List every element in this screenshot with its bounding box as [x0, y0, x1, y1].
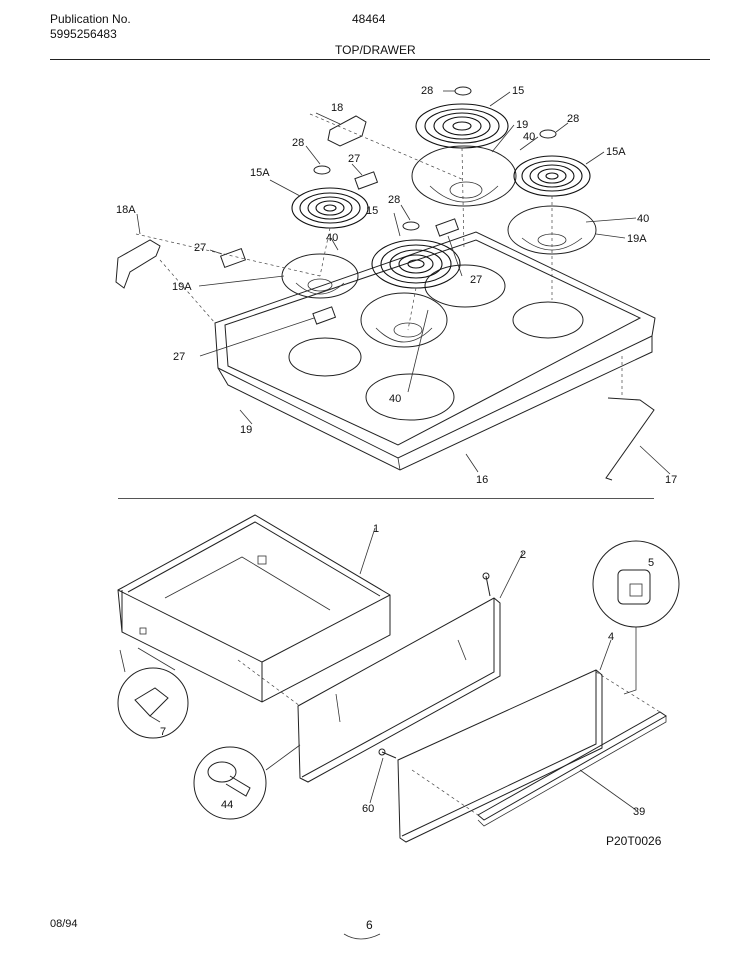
callout-28: 28: [388, 194, 400, 206]
drawer-assembly: [117, 514, 680, 843]
callout-18A: 18A: [116, 204, 136, 216]
detail-circle-5: [592, 540, 680, 695]
element-receptacle: [435, 218, 460, 237]
callout-7: 7: [160, 726, 166, 738]
callout-2: 2: [520, 549, 526, 561]
drip-bowl: [360, 292, 448, 348]
publication-label: Publication No.: [50, 12, 131, 26]
element-receptacle: [312, 306, 337, 325]
callout-27: 27: [194, 242, 206, 254]
callout-40: 40: [326, 232, 338, 244]
callout-28: 28: [567, 113, 579, 125]
burner-opening: [288, 337, 362, 377]
surface-element-coil: [291, 187, 369, 229]
support-rod: [605, 397, 655, 481]
element-bracket: [115, 239, 161, 289]
callout-27: 27: [470, 274, 482, 286]
burner-opening: [512, 301, 584, 339]
callout-44: 44: [221, 799, 233, 811]
surface-element-coil: [513, 155, 591, 197]
callout-19A: 19A: [172, 281, 192, 293]
callout-40: 40: [389, 393, 401, 405]
callout-27: 27: [173, 351, 185, 363]
element-bracket: [327, 115, 367, 147]
callout-1: 1: [373, 523, 379, 535]
footer-date: 08/94: [50, 918, 78, 930]
screw-head: [482, 572, 490, 580]
callout-17: 17: [665, 474, 677, 486]
drawer-front-panel: [297, 597, 501, 783]
model-number: 48464: [352, 12, 386, 26]
footer-flourish: [343, 933, 381, 940]
element-receptacle: [219, 247, 247, 269]
cooktop-assembly: [115, 86, 671, 481]
callout-27: 27: [348, 153, 360, 165]
drawer-handle: [477, 711, 667, 821]
callout-15A: 15A: [606, 146, 626, 158]
callout-15A: 15A: [250, 167, 270, 179]
callout-28: 28: [292, 137, 304, 149]
callout-28: 28: [421, 85, 433, 97]
page-number: 6: [366, 918, 373, 932]
callout-40: 40: [637, 213, 649, 225]
figure-code: P20T0026: [606, 834, 662, 848]
detail-circle-7: [117, 647, 189, 739]
callout-18: 18: [331, 102, 343, 114]
section-divider: [118, 498, 654, 499]
callout-4: 4: [608, 631, 614, 643]
drip-bowl: [411, 145, 517, 207]
callout-19: 19: [516, 119, 528, 131]
callout-15: 15: [512, 85, 524, 97]
callout-19A: 19A: [627, 233, 647, 245]
callout-16: 16: [476, 474, 488, 486]
trim-ring: [402, 221, 420, 231]
burner-opening: [365, 373, 455, 421]
trim-ring: [539, 129, 557, 139]
trim-ring: [454, 86, 472, 96]
callout-15: 15: [366, 205, 378, 217]
element-receptacle: [354, 171, 379, 190]
burner-opening: [424, 264, 506, 308]
callout-39: 39: [633, 806, 645, 818]
drawer-body: [117, 514, 391, 703]
trim-ring: [313, 165, 331, 175]
callout-5: 5: [648, 557, 654, 569]
publication-number: 5995256483: [50, 27, 117, 41]
callout-40: 40: [523, 131, 535, 143]
callout-19: 19: [240, 424, 252, 436]
screw-head: [378, 748, 386, 756]
header-rule: [50, 59, 710, 60]
section-title: TOP/DRAWER: [335, 43, 416, 57]
callout-60: 60: [362, 803, 374, 815]
screw: [381, 751, 397, 759]
surface-element-coil: [415, 103, 509, 149]
detail-circle-44: [193, 744, 301, 820]
